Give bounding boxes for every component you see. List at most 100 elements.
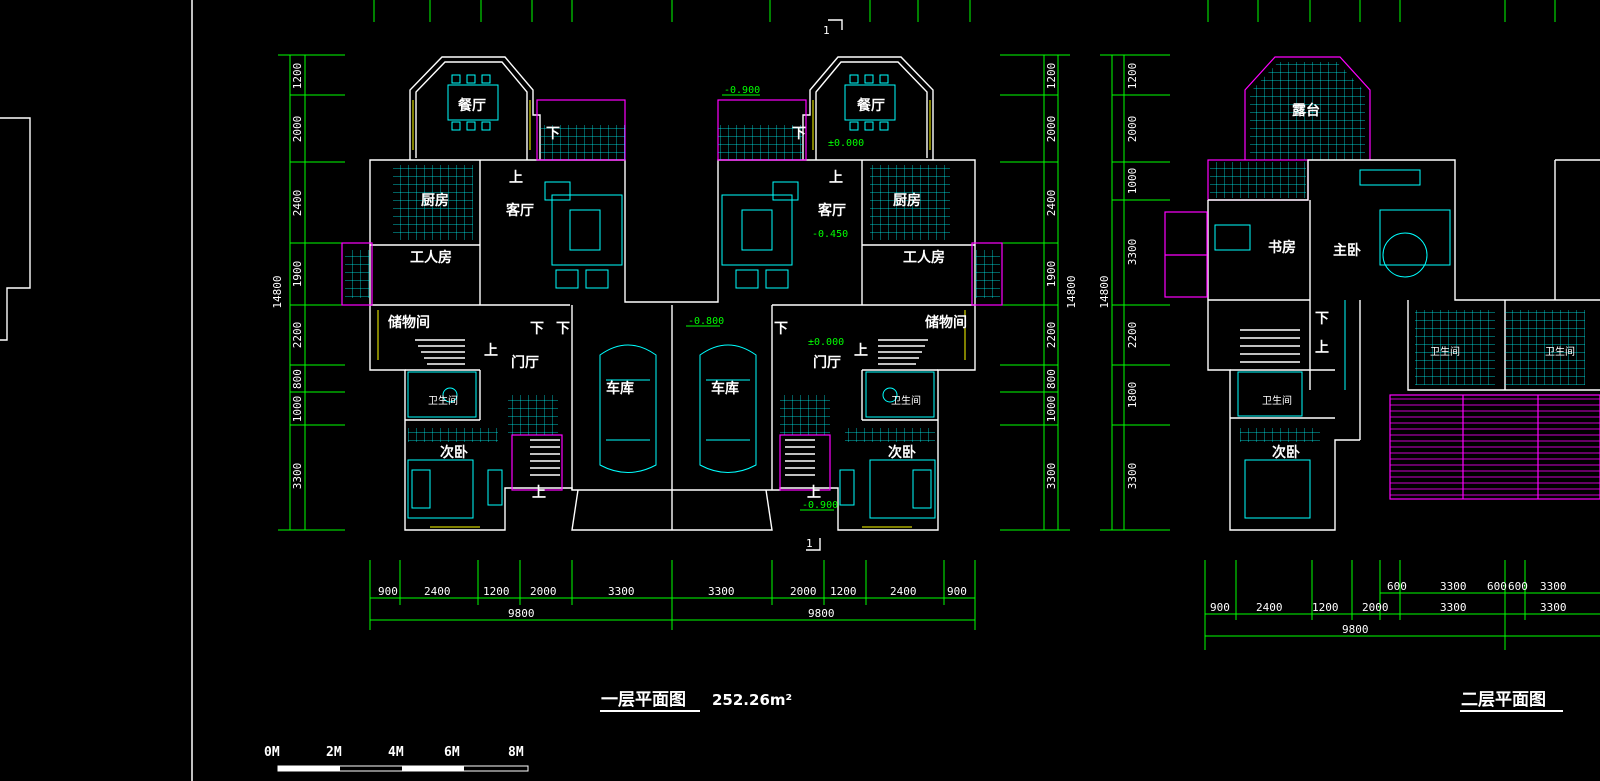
dim-label: 3300 [1045, 463, 1058, 490]
stair-up-label: 上 [829, 170, 843, 186]
scale-bar: 0M 2M 4M 6M 8M [264, 745, 529, 772]
dim-label: 1200 [830, 585, 857, 598]
floor1-walls [369, 56, 976, 531]
room-label-worker: 工人房 [410, 249, 452, 266]
bath-fixtures [407, 371, 935, 418]
stair-down-label: 下 [774, 321, 788, 337]
elevation-label: -0.900 [802, 500, 838, 511]
scale-label: 2M [326, 745, 342, 760]
room-label-dining: 餐厅 [856, 97, 885, 114]
room-label-bath: 卫生间 [1430, 345, 1460, 358]
dim-label: 1000 [1045, 396, 1058, 423]
dim-label: 3300 [1440, 601, 1467, 614]
dim-label: 1900 [291, 261, 304, 288]
dim-label: 3300 [1126, 463, 1139, 490]
dim-label: 3300 [608, 585, 635, 598]
elevation-marks: -0.900 ±0.000 -0.450 -0.800 ±0.000 -0.90… [686, 85, 864, 511]
scale-label: 6M [444, 745, 460, 760]
floor1-right-dimension-chain: 1200 2000 2400 1900 2200 800 1000 3300 1… [1000, 54, 1078, 531]
elevation-label: ±0.000 [828, 138, 864, 149]
floor1-left-dimension-chain: 1200 2000 2400 1900 2200 800 1000 3300 1… [271, 54, 345, 531]
stair-up-label: 上 [854, 343, 868, 359]
room-label-foyer: 门厅 [511, 354, 539, 371]
living-sofa-right [721, 181, 799, 289]
dim-label: 3300 [1440, 580, 1467, 593]
room-label-garage: 车库 [606, 380, 634, 397]
room-label-bath: 卫生间 [1262, 394, 1292, 407]
dim-label: 1200 [291, 63, 304, 90]
dim-label: 600 [1508, 580, 1528, 593]
room-label-bedroom: 次卧 [888, 444, 916, 461]
floor1-title: 一层平面图 [601, 690, 686, 710]
room-label-storage: 储物间 [924, 314, 967, 331]
dim-label: 2400 [424, 585, 451, 598]
dim-label: 800 [1045, 369, 1058, 389]
room-label-study: 书房 [1268, 239, 1296, 256]
room-label-terrace: 露台 [1292, 102, 1320, 119]
room-label-foyer: 门厅 [813, 354, 841, 371]
dim-label: 2400 [291, 190, 304, 217]
dim-label: 2400 [1045, 190, 1058, 217]
floor2-title: 二层平面图 [1461, 690, 1546, 710]
dim-label: 800 [291, 369, 304, 389]
scale-label: 0M [264, 745, 280, 760]
room-label-kitchen: 厨房 [893, 192, 921, 209]
dim-label: 600 [1487, 580, 1507, 593]
dim-label: 2000 [1126, 116, 1139, 143]
room-label-worker: 工人房 [903, 249, 945, 266]
floor1-top-grid-lines [373, 0, 971, 22]
floor2-bottom-dimension-chain: 600 3300 600 600 3300 900 2400 1200 2000… [1204, 560, 1600, 650]
section-marker-top: 1 [823, 19, 843, 37]
stair-up-label: 上 [807, 485, 821, 501]
dim-total-label: 9800 [508, 607, 535, 620]
dim-label: 900 [947, 585, 967, 598]
floor2-walls [1207, 159, 1600, 531]
dim-label: 3300 [291, 463, 304, 490]
room-label-kitchen: 厨房 [421, 192, 449, 209]
dim-label: 1200 [483, 585, 510, 598]
dim-label: 1200 [1126, 63, 1139, 90]
partial-building-outline [0, 117, 31, 341]
stair-down-label: 下 [556, 321, 570, 337]
section-number: 1 [806, 537, 813, 550]
elevation-label: -0.900 [724, 85, 760, 96]
room-label-bedroom: 次卧 [1272, 444, 1300, 461]
dim-label: 3300 [1540, 601, 1567, 614]
dim-label: 600 [1387, 580, 1407, 593]
room-label-dining: 餐厅 [457, 97, 486, 114]
floor2-left-dimension-chain: 1200 2000 1000 3300 2200 1800 3300 14800 [1098, 54, 1170, 531]
dining-table-left [447, 74, 499, 131]
room-label-bath: 卫生间 [891, 394, 921, 407]
floor1-balconies [341, 99, 1003, 491]
stair-down-label: 下 [1315, 311, 1329, 327]
dim-label: 2200 [291, 322, 304, 349]
dim-label: 1800 [1126, 382, 1139, 409]
stair-up-label: 上 [484, 343, 498, 359]
stair-down-label: 下 [530, 321, 544, 337]
floor2-terrace [1207, 56, 1371, 201]
bed-left [407, 428, 503, 519]
floor1-stairs [415, 339, 928, 476]
dim-label: 1000 [1126, 168, 1139, 195]
dim-label: 2000 [291, 116, 304, 143]
dim-label: 1900 [1045, 261, 1058, 288]
room-label-storage: 储物间 [387, 314, 430, 331]
dim-label: 2000 [530, 585, 557, 598]
car-left [599, 344, 657, 473]
section-marker-bottom: 1 [806, 537, 821, 551]
floor2-top-grid-lines [1207, 0, 1556, 22]
dim-label: 3300 [708, 585, 735, 598]
dim-label: 2400 [890, 585, 917, 598]
elevation-label: -0.450 [812, 229, 848, 240]
stair-up-label: 上 [509, 170, 523, 186]
elevation-label: -0.800 [688, 316, 724, 327]
floor2-deck [1390, 395, 1600, 499]
dim-label: 2000 [790, 585, 817, 598]
floor1-windows [377, 100, 966, 528]
section-number: 1 [823, 24, 830, 37]
room-label-bath: 卫生间 [1545, 345, 1575, 358]
dim-total-label: 9800 [1342, 623, 1369, 636]
stair-up-label: 上 [532, 485, 546, 501]
dim-label: 1200 [1045, 63, 1058, 90]
